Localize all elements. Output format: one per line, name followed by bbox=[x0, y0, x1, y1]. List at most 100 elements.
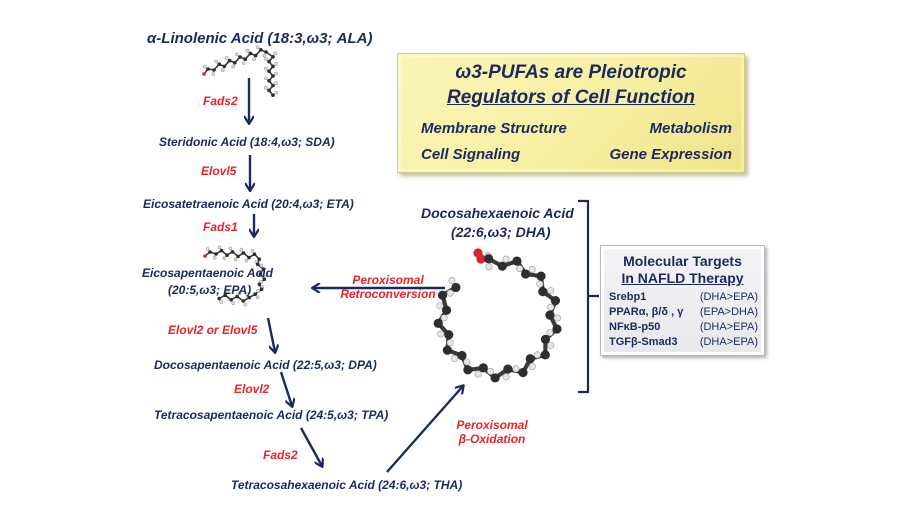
carbon-atom bbox=[451, 282, 461, 293]
carbon-atom bbox=[540, 334, 551, 344]
hydrogen-atom bbox=[546, 329, 554, 337]
target-preference: (DHA>EPA) bbox=[699, 336, 758, 348]
carbon-atom bbox=[267, 79, 271, 83]
arrow-epa-to-dpa bbox=[266, 317, 275, 352]
carbon-atom bbox=[223, 293, 227, 298]
carbon-atom bbox=[437, 290, 448, 300]
carbon-atom bbox=[208, 250, 212, 254]
hydrogen-atom bbox=[274, 62, 278, 66]
oxygen-atom bbox=[202, 72, 206, 76]
hydrogen-atom bbox=[528, 265, 536, 273]
target-row: TGFβ-Smad3 (DHA>EPA) bbox=[609, 336, 758, 350]
carbon-atom bbox=[525, 354, 535, 364]
hydrogen-atom bbox=[241, 61, 246, 65]
hydrogen-atom bbox=[244, 258, 249, 263]
target-preference: (DHA>EPA) bbox=[699, 291, 758, 303]
pufa-regulators-box: ω3-PUFAs are Pleiotropic Regulators of C… bbox=[397, 53, 745, 173]
hydrogen-atom bbox=[440, 314, 448, 322]
enzyme-label-fads2-ala: Fads2 bbox=[203, 94, 238, 108]
carbon-atom bbox=[243, 57, 247, 61]
carbon-atom bbox=[217, 296, 221, 301]
hydrogen-atom bbox=[547, 303, 555, 311]
carbon-atom bbox=[252, 252, 257, 256]
hydrogen-atom bbox=[252, 57, 256, 62]
acid-label-epa-name: Eicosapentaenoic Acid bbox=[142, 266, 273, 280]
hydrogen-atom bbox=[239, 247, 244, 252]
carbon-atom bbox=[214, 252, 218, 256]
carbon-atom bbox=[241, 299, 245, 303]
carbon-atom bbox=[433, 318, 443, 328]
hydrogen-atom bbox=[264, 66, 268, 71]
hydrogen-atom bbox=[256, 289, 260, 293]
carbon-atom bbox=[229, 298, 233, 302]
carbon-atom bbox=[512, 256, 522, 266]
oxygen-atom bbox=[476, 254, 486, 264]
hydrogen-atom bbox=[547, 287, 555, 295]
hydrogen-atom bbox=[437, 330, 445, 338]
carbon-atom bbox=[247, 295, 251, 300]
carbon-atom bbox=[497, 261, 507, 271]
carbon-atom bbox=[230, 250, 235, 254]
carbon-atom bbox=[258, 272, 263, 277]
carbon-atom bbox=[490, 373, 500, 383]
carbon-atom bbox=[271, 83, 275, 88]
hydrogen-atom bbox=[222, 256, 227, 261]
carbon-atom bbox=[271, 74, 275, 78]
pufa-function-metabolism: Metabolism bbox=[649, 120, 732, 137]
hydrogen-atom bbox=[245, 48, 250, 53]
target-preference: (DHA>EPA) bbox=[699, 321, 758, 333]
enzyme-label-elovl5: Elovl5 bbox=[201, 164, 237, 178]
dha-molecule bbox=[433, 248, 562, 383]
acid-label-ala: α-Linolenic Acid (18:3,ω3; ALA) bbox=[147, 30, 373, 47]
hydrogen-atom bbox=[233, 257, 238, 262]
carbon-atom bbox=[503, 364, 513, 374]
ala-molecule bbox=[202, 45, 278, 97]
hydrogen-atom bbox=[436, 302, 444, 310]
molecular-targets-box: Molecular Targets In NAFLD Therapy Srebp… bbox=[600, 245, 765, 356]
hydrogen-atom bbox=[274, 81, 278, 85]
retroconversion-line-1: Peroxisomal bbox=[352, 273, 424, 287]
hydrogen-atom bbox=[533, 351, 541, 359]
hydrogen-atom bbox=[553, 314, 561, 322]
hydrogen-atom bbox=[224, 56, 229, 60]
carbon-atom bbox=[540, 350, 550, 360]
hydrogen-atom bbox=[274, 90, 278, 95]
hydrogen-atom bbox=[463, 358, 471, 366]
arrow-beta-oxidation bbox=[386, 386, 463, 473]
target-row: Srebp1 (DHA>EPA) bbox=[609, 291, 758, 305]
carbon-atom bbox=[545, 310, 555, 320]
target-name: TGFβ-Smad3 bbox=[609, 336, 678, 348]
hydrogen-atom bbox=[264, 76, 268, 81]
carbon-atom bbox=[262, 277, 267, 282]
carbon-atom bbox=[550, 296, 561, 306]
carbon-atom bbox=[257, 282, 262, 287]
oxidation-line-2: β-Oxidation bbox=[458, 432, 526, 446]
hydrogen-atom bbox=[219, 300, 223, 304]
carbon-atom bbox=[247, 255, 251, 260]
carbon-atom bbox=[271, 55, 275, 59]
hydrogen-atom bbox=[446, 289, 454, 297]
hydrogen-atom bbox=[231, 64, 236, 69]
carbon-atom bbox=[206, 67, 210, 71]
carbon-atom bbox=[253, 292, 257, 297]
target-row: PPARα, β/δ , γ (EPA>DHA) bbox=[609, 306, 758, 320]
hydrogen-atom bbox=[221, 68, 225, 72]
oxidation-line-1: Peroxisomal bbox=[456, 418, 528, 432]
pufa-function-gene-expression: Gene Expression bbox=[609, 146, 732, 163]
hydrogen-atom bbox=[203, 64, 207, 69]
carbon-atom bbox=[538, 286, 548, 297]
arrow-dpa-to-tpa bbox=[279, 371, 292, 406]
acid-label-tpa: Tetracosapentaenoic Acid (24:5,ω3; TPA) bbox=[154, 408, 389, 422]
dha-bracket bbox=[578, 199, 599, 394]
hydrogen-atom bbox=[273, 51, 278, 56]
enzyme-label-elovl2: Elovl2 bbox=[234, 382, 270, 396]
carbon-atom bbox=[264, 50, 268, 54]
hydrogen-atom bbox=[536, 280, 544, 288]
carbon-atom bbox=[552, 324, 562, 334]
carbon-atom bbox=[484, 254, 494, 264]
target-name: Srebp1 bbox=[609, 291, 647, 303]
carbon-atom bbox=[253, 53, 258, 58]
carbon-atom bbox=[212, 68, 216, 72]
